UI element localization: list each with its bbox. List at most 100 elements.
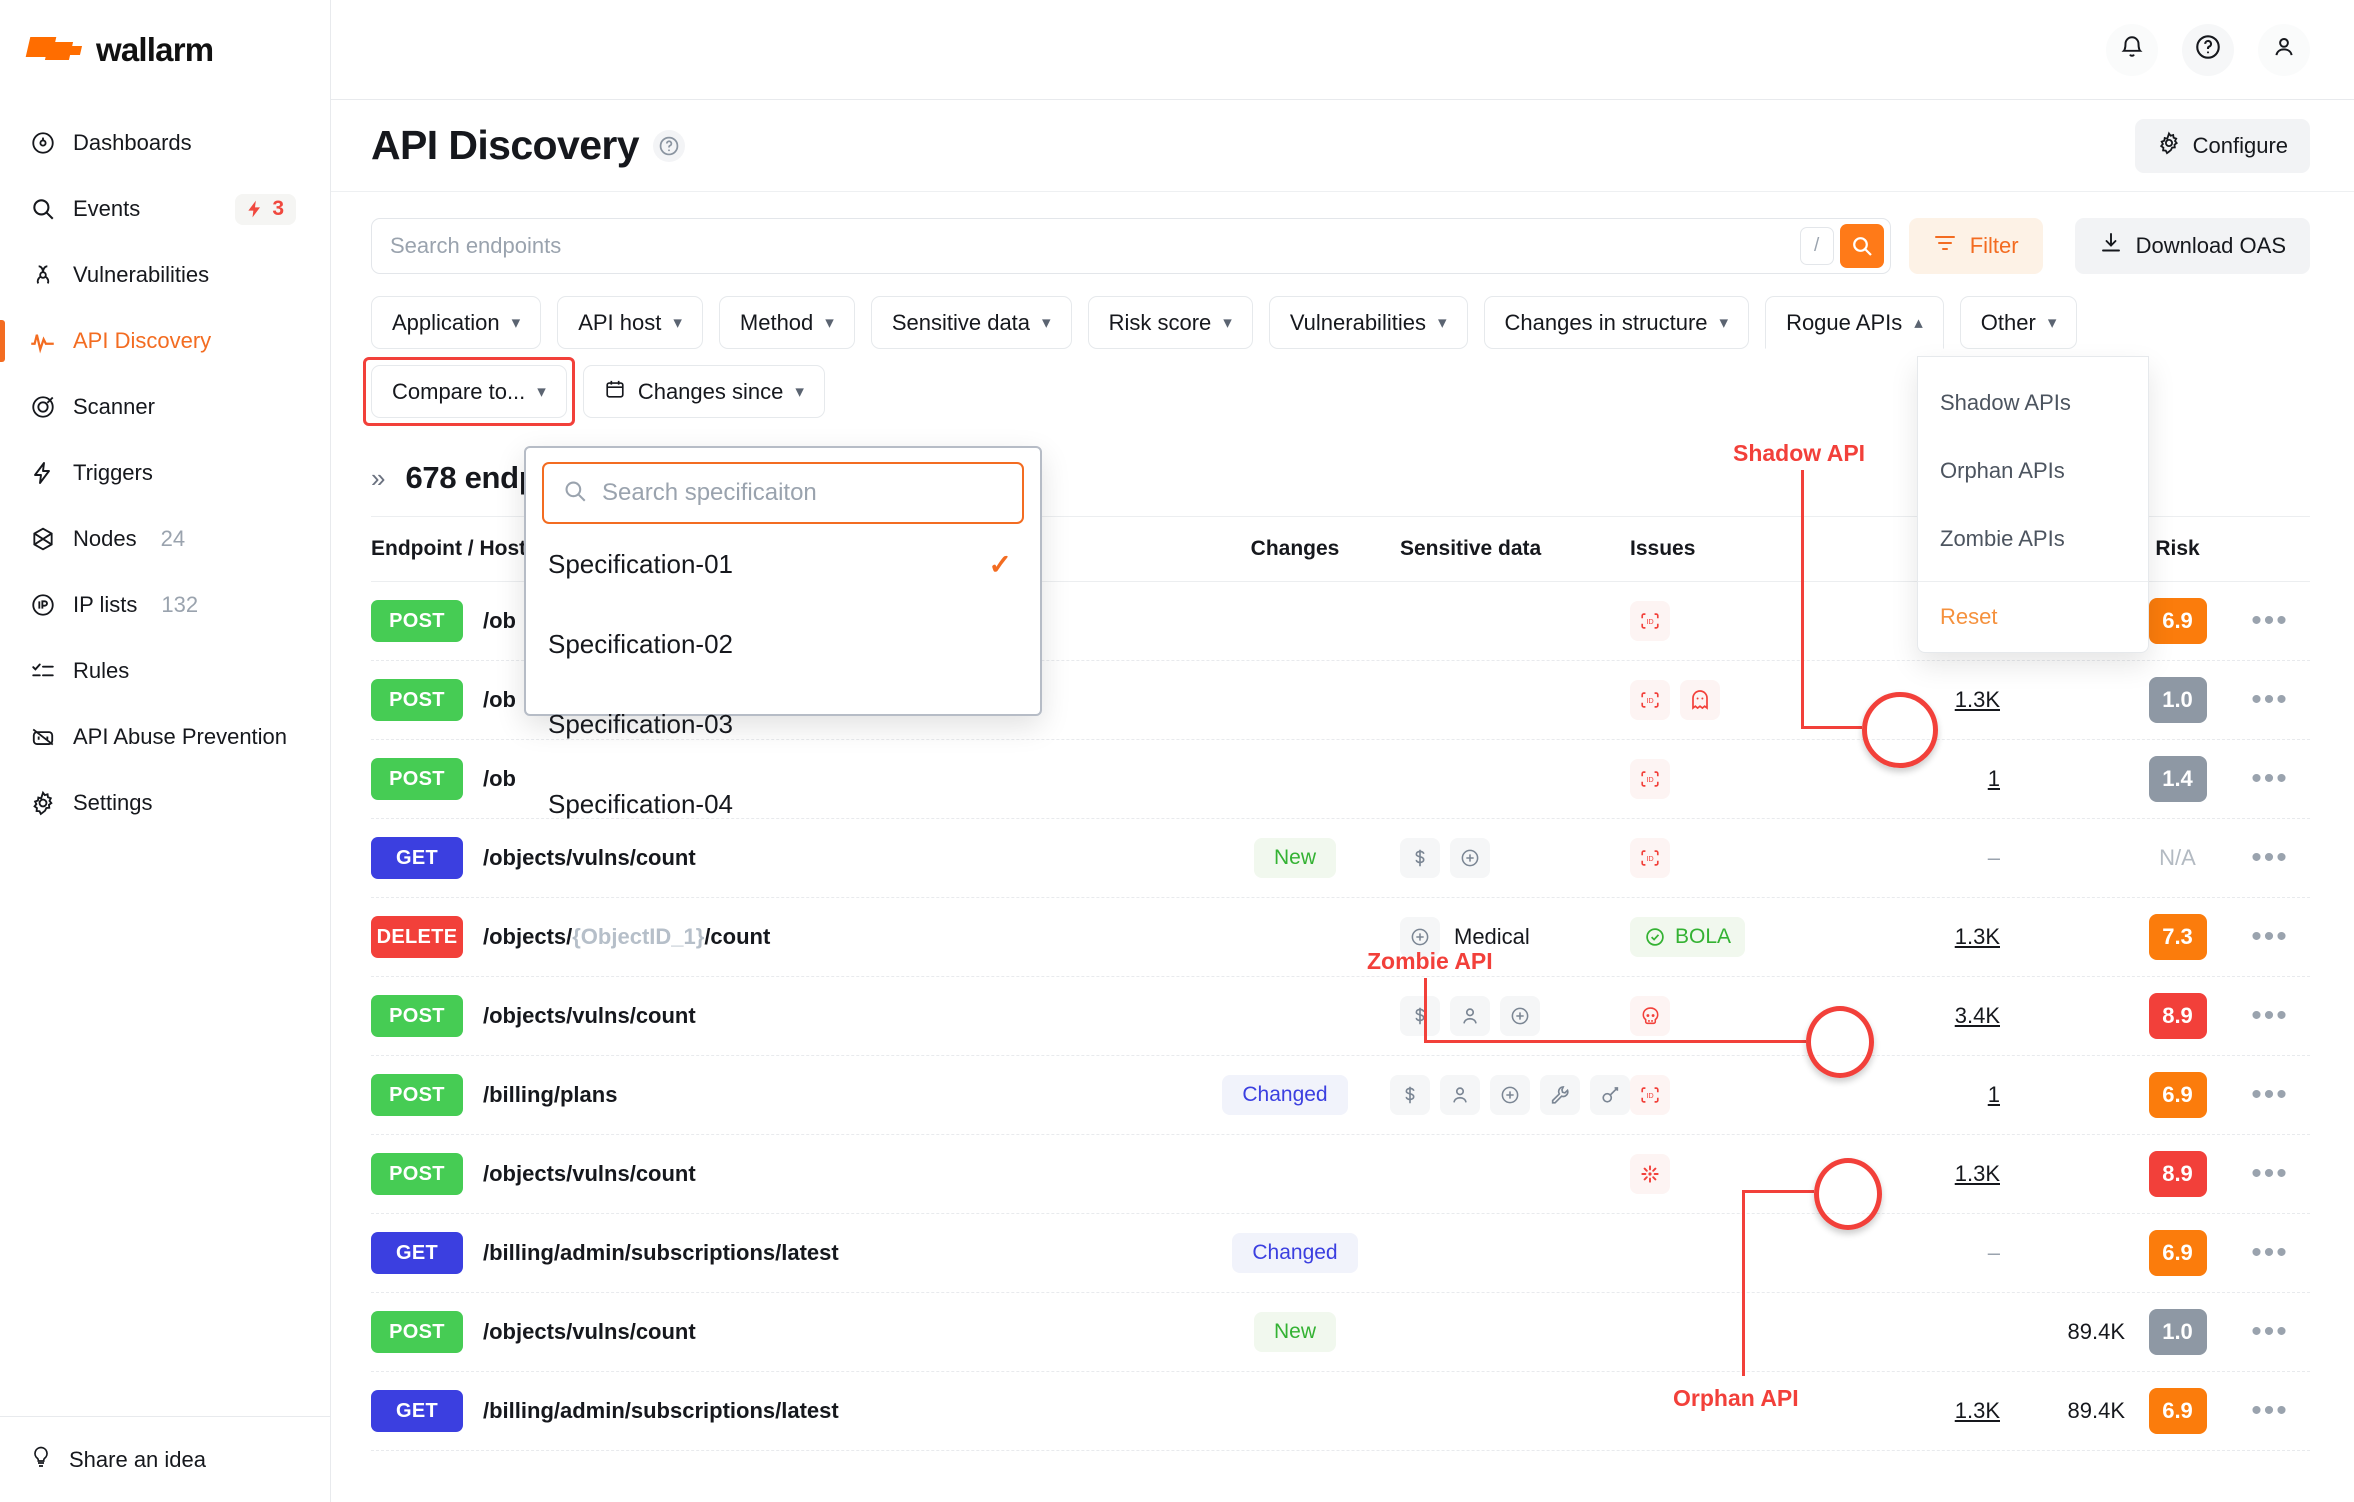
- table-row[interactable]: GET /billing/admin/subscriptions/latest …: [371, 1372, 2310, 1451]
- filter-method[interactable]: Method ▾: [718, 296, 855, 349]
- rogue-option-orphan-apis[interactable]: Orphan APIs: [1940, 458, 2065, 483]
- table-row[interactable]: GET /billing/admin/subscriptions/latest …: [371, 1214, 2310, 1293]
- medical-icon[interactable]: [1450, 838, 1490, 878]
- configure-label: Configure: [2192, 132, 2288, 158]
- page-help-icon[interactable]: [652, 129, 685, 162]
- filter-changes-since[interactable]: Changes since ▾: [582, 365, 825, 418]
- sidebar-item-triggers[interactable]: Triggers: [0, 440, 330, 506]
- table-row[interactable]: POST /objects/vulns/count 1.3K 8.9 •••: [371, 1135, 2310, 1214]
- specification-option-03[interactable]: Specification-03: [526, 684, 1040, 764]
- table-row[interactable]: POST /ob ID 1.3K 6.9 •••: [371, 582, 2310, 661]
- download-oas-button[interactable]: Download OAS: [2074, 218, 2310, 274]
- filter-api-host[interactable]: API host ▾: [557, 296, 703, 349]
- svg-text:ID: ID: [1646, 617, 1653, 626]
- requests-count[interactable]: 1.3K: [1954, 1398, 2000, 1423]
- row-actions-button[interactable]: •••: [2251, 1315, 2289, 1348]
- table-row[interactable]: POST /objects/vulns/count: [371, 977, 2310, 1056]
- medical-icon[interactable]: [1500, 996, 1540, 1036]
- row-actions-button[interactable]: •••: [2251, 920, 2289, 953]
- rogue-option-shadow-apis[interactable]: Shadow APIs: [1940, 390, 2071, 415]
- requests-count[interactable]: 1: [1987, 766, 2000, 791]
- row-actions-button[interactable]: •••: [2251, 604, 2289, 637]
- id-issue-icon[interactable]: ID: [1630, 838, 1670, 878]
- events-badge: 3: [235, 193, 296, 225]
- sidebar-item-api-abuse-prevention[interactable]: API Abuse Prevention: [0, 704, 330, 770]
- table-row[interactable]: POST /ob ID 1 1.4 •••: [371, 740, 2310, 819]
- requests-count[interactable]: 1.3K: [1954, 687, 2000, 712]
- medical-icon[interactable]: [1400, 917, 1440, 957]
- key-icon[interactable]: [1590, 1075, 1630, 1115]
- filter-sensitive-data[interactable]: Sensitive data ▾: [870, 296, 1072, 349]
- ghost-icon[interactable]: [1680, 680, 1720, 720]
- filter-button[interactable]: Filter: [1908, 218, 2043, 274]
- sidebar-item-ip-lists[interactable]: IP lists 132: [0, 572, 330, 638]
- person-icon[interactable]: [1440, 1075, 1480, 1115]
- dollar-icon[interactable]: [1400, 838, 1440, 878]
- specification-search-field[interactable]: [542, 462, 1024, 524]
- requests-count[interactable]: 1.3K: [1954, 1161, 2000, 1186]
- requests-count[interactable]: 3.4K: [1954, 1003, 2000, 1028]
- sidebar-item-scanner[interactable]: Scanner: [0, 374, 330, 440]
- table-row[interactable]: GET /objects/vulns/count New ID: [371, 819, 2310, 898]
- bola-badge[interactable]: BOLA: [1630, 917, 1746, 957]
- configure-button[interactable]: Configure: [2134, 118, 2310, 173]
- filter-vulnerabilities[interactable]: Vulnerabilities ▾: [1268, 296, 1468, 349]
- brand-logo[interactable]: wallarm: [0, 0, 330, 100]
- row-actions-button[interactable]: •••: [2251, 762, 2289, 795]
- filter-compare-to[interactable]: Compare to... ▾: [363, 357, 575, 426]
- medical-icon[interactable]: [1490, 1075, 1530, 1115]
- id-issue-icon[interactable]: ID: [1630, 759, 1670, 799]
- rogue-reset-button[interactable]: Reset: [1940, 604, 1998, 629]
- specification-option-01[interactable]: Specification-01 ✓: [526, 524, 1040, 604]
- filter-application[interactable]: Application ▾: [371, 296, 542, 349]
- sidebar-item-nodes[interactable]: Nodes 24: [0, 506, 330, 572]
- person-icon[interactable]: [1450, 996, 1490, 1036]
- table-row[interactable]: POST /billing/plans Changed: [371, 1056, 2310, 1135]
- specification-option-02[interactable]: Specification-02: [526, 604, 1040, 684]
- table-row[interactable]: DELETE /objects/{ObjectID_1}/count Medic…: [371, 898, 2310, 977]
- table-row[interactable]: POST /objects/vulns/count New 89.4K 1.0 …: [371, 1293, 2310, 1372]
- requests-count[interactable]: 1: [1987, 1082, 2000, 1107]
- sidebar-item-rules[interactable]: Rules: [0, 638, 330, 704]
- search-input[interactable]: [390, 233, 1800, 259]
- search-submit-button[interactable]: [1839, 224, 1884, 268]
- row-actions-button[interactable]: •••: [2251, 1394, 2289, 1427]
- filter-rogue-apis[interactable]: Rogue APIs ▴: [1765, 296, 1944, 349]
- specification-search-input[interactable]: [602, 479, 1004, 507]
- row-actions-button[interactable]: •••: [2251, 683, 2289, 716]
- calendar-icon: [604, 378, 626, 406]
- requests-count[interactable]: 1.3K: [1954, 924, 2000, 949]
- orphan-icon[interactable]: [1630, 1154, 1670, 1194]
- specification-option-04[interactable]: Specification-04: [526, 764, 1040, 844]
- sidebar-item-api-discovery[interactable]: API Discovery: [0, 308, 330, 374]
- sidebar-item-settings[interactable]: Settings: [0, 770, 330, 836]
- share-an-idea-link[interactable]: Share an idea: [0, 1416, 330, 1502]
- id-issue-icon[interactable]: ID: [1630, 680, 1670, 720]
- help-button[interactable]: [2182, 23, 2234, 76]
- table-row[interactable]: POST /ob ID 1.3K 1.0 •••: [371, 661, 2310, 740]
- notifications-button[interactable]: [2106, 23, 2158, 76]
- dollar-icon[interactable]: [1400, 996, 1440, 1036]
- wrench-icon[interactable]: [1540, 1075, 1580, 1115]
- filter-changes-in-structure[interactable]: Changes in structure ▾: [1483, 296, 1750, 349]
- row-actions-button[interactable]: •••: [2251, 841, 2289, 874]
- sidebar-item-events[interactable]: Events 3: [0, 176, 330, 242]
- row-actions-button[interactable]: •••: [2251, 1157, 2289, 1190]
- sidebar-item-vulnerabilities[interactable]: Vulnerabilities: [0, 242, 330, 308]
- sidebar-item-dashboards[interactable]: Dashboards: [0, 110, 330, 176]
- row-actions-button[interactable]: •••: [2251, 999, 2289, 1032]
- change-badge: Changed: [1232, 1233, 1358, 1273]
- dollar-icon[interactable]: [1390, 1075, 1430, 1115]
- chevron-double-right-icon[interactable]: »: [371, 462, 386, 493]
- filter-risk-score[interactable]: Risk score ▾: [1087, 296, 1253, 349]
- row-actions-button[interactable]: •••: [2251, 1078, 2289, 1111]
- rogue-option-zombie-apis[interactable]: Zombie APIs: [1940, 526, 2065, 551]
- skull-icon[interactable]: [1630, 996, 1670, 1036]
- id-issue-icon[interactable]: ID: [1630, 1075, 1670, 1115]
- search-endpoints-field[interactable]: /: [371, 218, 1891, 274]
- row-actions-button[interactable]: •••: [2251, 1236, 2289, 1269]
- filter-other[interactable]: Other ▾: [1959, 296, 2078, 349]
- user-menu-button[interactable]: [2258, 23, 2310, 76]
- chevron-down-icon: ▾: [795, 382, 804, 401]
- id-issue-icon[interactable]: ID: [1630, 601, 1670, 641]
